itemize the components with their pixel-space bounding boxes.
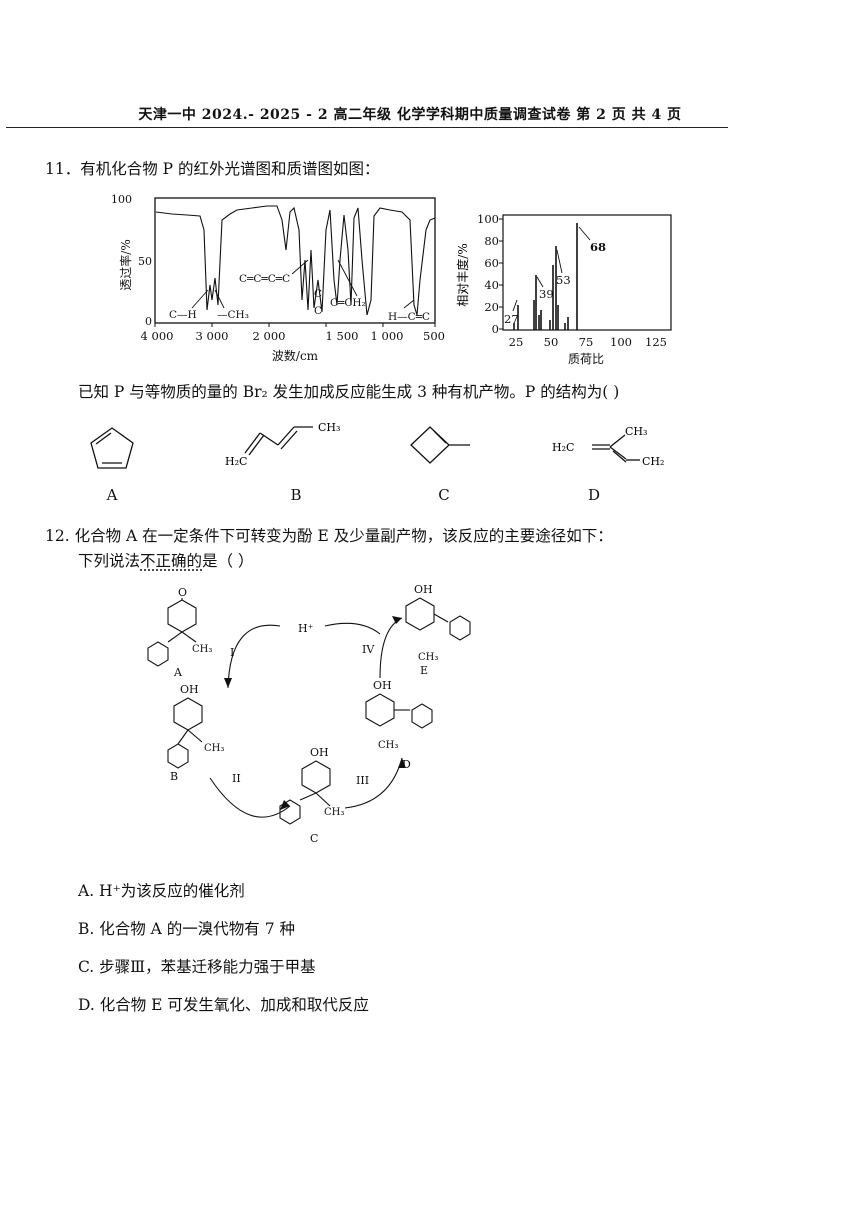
ir-ann-c1: C xyxy=(314,288,322,300)
hplus: H⁺ xyxy=(298,622,314,635)
ms-peaks xyxy=(513,223,578,330)
ms-ytick-20: 20 xyxy=(484,300,499,314)
ms-xtick-125: 125 xyxy=(645,335,667,349)
ir-ann-c2: C xyxy=(314,305,322,317)
b-h2c: H₂C xyxy=(225,455,247,468)
q12-substem: 下列说法不正确的是（ ） xyxy=(78,550,253,572)
step-iv: IV xyxy=(362,643,375,656)
q12-option-a: A. H⁺为该反应的催化剂 xyxy=(78,882,245,900)
ms-peak-68: 68 xyxy=(590,240,606,254)
page-header: 天津一中 2024.- 2025 - 2 高二年级 化学学科期中质量调查试卷 第… xyxy=(138,107,682,123)
q11-known: 已知 P 与等物质的量的 Br₂ 发生加成反应能生成 3 种有机产物。P 的结构… xyxy=(78,383,620,401)
structure-a xyxy=(90,427,134,469)
ms-ytick-60: 60 xyxy=(484,256,499,270)
d-ch2: CH₂ xyxy=(642,455,664,468)
ir-ann-hcc: H—C═C xyxy=(388,311,430,323)
b-oh: OH xyxy=(180,683,199,696)
b-ch3: CH₃ xyxy=(204,743,224,754)
label-e: E xyxy=(420,664,428,677)
q11-structures: H₂C CH₃ H₂C CH₃ CH₂ xyxy=(90,421,664,469)
ir-xtick-2000: 2 000 xyxy=(253,329,286,343)
structure-d xyxy=(592,434,640,463)
ms-ytick-80: 80 xyxy=(484,234,499,248)
q11-option-d: D xyxy=(587,486,601,504)
ms-ytick-100: 100 xyxy=(477,212,499,226)
ir-ann-cch2: C═CH₂ xyxy=(330,297,366,309)
q12-stem: 12. 化合物 A 在一定条件下可转变为酚 E 及少量副产物，该反应的主要途径如… xyxy=(45,527,613,545)
ir-ytick-50: 50 xyxy=(138,255,152,268)
q12-option-d: D. 化合物 E 可发生氧化、加成和取代反应 xyxy=(78,996,369,1014)
ms-ytick-0: 0 xyxy=(492,322,499,336)
d-ch3: CH₃ xyxy=(625,425,647,438)
ir-xticks xyxy=(154,323,436,327)
q12-mechanism: O CH₃ A OH CH₃ B OH CH₃ C OH CH₃ D OH CH… xyxy=(147,583,471,845)
q12-sub-before: 下列说法 xyxy=(78,552,141,570)
c-ch3: CH₃ xyxy=(324,807,344,818)
ir-ylabel: 透过率/% xyxy=(118,239,133,290)
ms-peak-27: 27 xyxy=(504,312,519,326)
ms-xtick-25: 25 xyxy=(509,335,524,349)
b-ch3: CH₃ xyxy=(318,421,340,434)
label-d: D xyxy=(402,758,411,771)
d-oh: OH xyxy=(373,679,392,692)
e-oh: OH xyxy=(414,583,433,596)
ir-ytick-0: 0 xyxy=(145,315,152,328)
ir-ann-ch: C—H xyxy=(169,309,197,321)
ms-xtick-50: 50 xyxy=(544,335,559,349)
ms-xtick-100: 100 xyxy=(610,335,632,349)
ir-xtick-1000: 1 000 xyxy=(371,329,404,343)
ir-xtick-500: 500 xyxy=(423,329,445,343)
step-i: I xyxy=(230,646,234,659)
ir-ann-ch3: —CH₃ xyxy=(217,309,249,321)
a-ch3: CH₃ xyxy=(192,644,212,655)
q12-option-b: B. 化合物 A 的一溴代物有 7 种 xyxy=(78,920,296,938)
ms-peak-39: 39 xyxy=(539,287,554,301)
ir-xtick-1500: 1 500 xyxy=(326,329,359,343)
ms-peak-53: 53 xyxy=(556,273,571,287)
label-a: A xyxy=(173,666,183,679)
label-b: B xyxy=(170,770,178,783)
a-o: O xyxy=(178,586,187,599)
q11-option-b: B xyxy=(290,486,302,504)
header-rule xyxy=(6,127,728,128)
ir-trace xyxy=(155,205,436,316)
structure-c xyxy=(410,426,470,464)
step-ii: II xyxy=(232,772,241,785)
d-ch3: CH₃ xyxy=(378,740,398,751)
ms-xtick-75: 75 xyxy=(579,335,594,349)
q11-stem: 11．有机化合物 P 的红外光谱图和质谱图如图： xyxy=(45,160,380,178)
q12-sub-emph: 不正确的 xyxy=(140,552,203,570)
ir-xtick-3000: 3 000 xyxy=(196,329,229,343)
ir-spectrum: 100 50 0 透过率/% 4 000 3 000 2 000 1 500 1… xyxy=(112,193,445,363)
ir-ytick-100: 100 xyxy=(112,193,132,206)
structure-b xyxy=(244,426,313,456)
ms-xlabel: 质荷比 xyxy=(568,352,604,365)
q11-option-a: A xyxy=(106,486,118,504)
label-c: C xyxy=(310,832,318,845)
mass-spectrum: 相对丰度/% 100 80 60 40 20 0 25 50 75 100 12… xyxy=(455,212,672,365)
e-ch3: CH₃ xyxy=(418,652,438,663)
ms-ylabel: 相对丰度/% xyxy=(455,243,470,306)
c-oh: OH xyxy=(310,746,329,759)
q11-option-c: C xyxy=(438,486,450,504)
ir-xtick-4000: 4 000 xyxy=(141,329,174,343)
d-h2c: H₂C xyxy=(552,441,574,454)
ir-xlabel: 波数/cm xyxy=(272,348,319,363)
ms-ytick-40: 40 xyxy=(484,278,499,292)
q12-option-c: C. 步骤Ⅲ，苯基迁移能力强于甲基 xyxy=(78,958,316,976)
ir-ann-cccc: C═C═C═C xyxy=(239,273,290,285)
q12-sub-after: 是（ ） xyxy=(202,552,254,570)
step-iii: III xyxy=(356,774,369,787)
